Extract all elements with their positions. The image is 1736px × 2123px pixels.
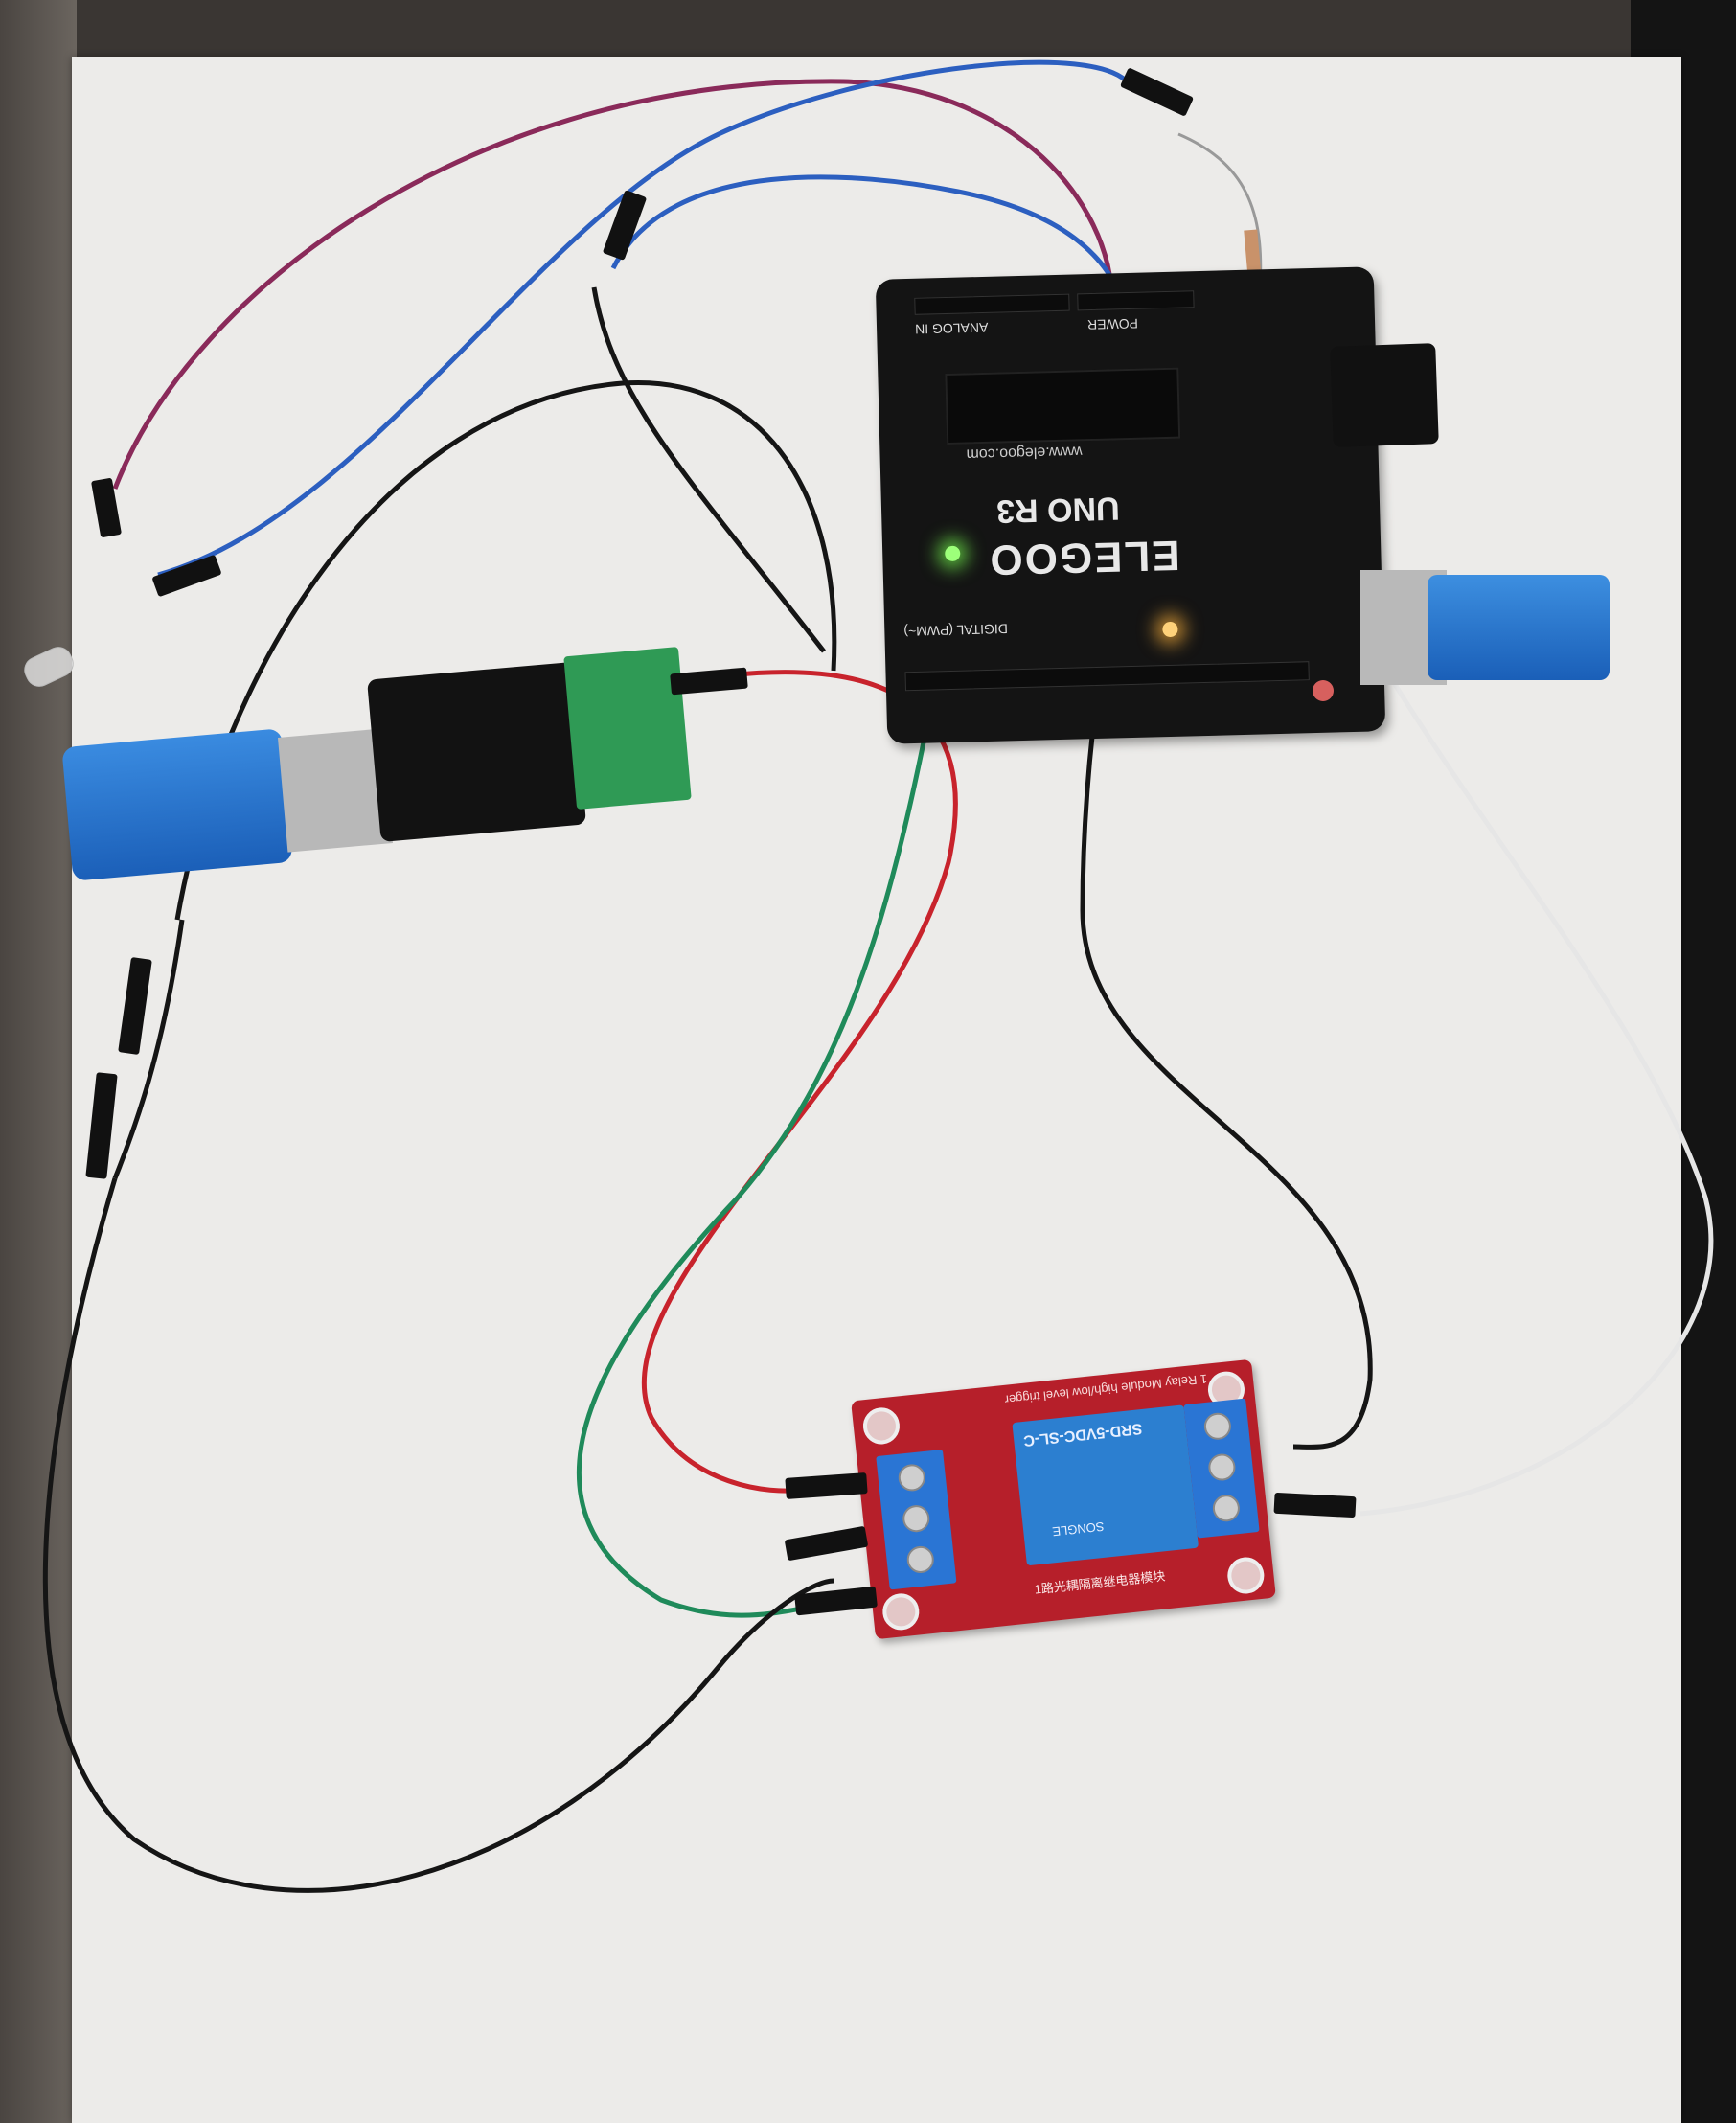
table-surface-left bbox=[0, 0, 77, 2123]
digital-label: DIGITAL (PWM~) bbox=[903, 621, 1009, 640]
screw-icon bbox=[901, 1503, 931, 1534]
usb-a-plug bbox=[61, 728, 293, 881]
screw-icon bbox=[1202, 1411, 1233, 1442]
reset-button[interactable] bbox=[1313, 680, 1334, 701]
relay-module: 1 Relay Module high/low level trigger SR… bbox=[851, 1358, 1276, 1640]
relay-brand-label: SONGLE bbox=[1051, 1518, 1106, 1540]
green-terminal-block bbox=[563, 647, 692, 810]
relay-component: SRD-5VDC-SL-C SONGLE bbox=[1012, 1404, 1199, 1566]
status-led-icon bbox=[1162, 621, 1178, 638]
input-terminal-block bbox=[876, 1449, 957, 1590]
digital-header bbox=[904, 661, 1310, 692]
screw-icon bbox=[1211, 1493, 1242, 1523]
mounting-hole bbox=[1225, 1555, 1267, 1596]
dupont-connector bbox=[1273, 1492, 1357, 1518]
screw-icon bbox=[905, 1544, 936, 1575]
power-label: POWER bbox=[1086, 315, 1139, 333]
relay-model-label: SRD-5VDC-SL-C bbox=[1022, 1420, 1144, 1449]
screw-icon bbox=[1207, 1452, 1237, 1482]
board-model: UNO R3 bbox=[995, 490, 1121, 530]
arduino-uno-board: ANALOG IN POWER www.elegoo.com UNO R3 EL… bbox=[875, 266, 1386, 744]
analog-label: ANALOG IN bbox=[914, 319, 989, 337]
screw-icon bbox=[897, 1463, 927, 1493]
mounting-hole bbox=[861, 1405, 902, 1447]
analog-header bbox=[914, 293, 1070, 315]
mounting-hole bbox=[880, 1591, 922, 1632]
usb-b-cable-plug bbox=[1428, 575, 1610, 680]
chinese-label: 1路光耦隔离继电器模块 bbox=[1033, 1568, 1166, 1597]
microcontroller-chip bbox=[945, 367, 1181, 445]
power-led-icon bbox=[945, 545, 961, 562]
website-label: www.elegoo.com bbox=[966, 443, 1083, 463]
output-terminal-block bbox=[1183, 1398, 1260, 1539]
brand-logo: ELEGOO bbox=[987, 531, 1181, 583]
power-header bbox=[1077, 290, 1195, 311]
usb-terminal-adapter bbox=[367, 661, 586, 843]
dc-power-jack bbox=[1330, 343, 1439, 447]
